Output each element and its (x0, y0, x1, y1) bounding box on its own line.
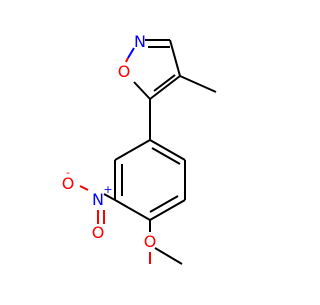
atom-o-ring: O (118, 62, 131, 81)
charge-minus: - (66, 166, 70, 179)
benzene-ring (114, 139, 186, 221)
atom-o-methoxy: O (144, 232, 157, 251)
bond-ar-3 (149, 199, 186, 221)
atom-o-nitro-double: O (92, 223, 105, 242)
bond-n-o-minus (79, 185, 89, 191)
bond-n-o (127, 47, 135, 59)
bond-o-me-2 (154, 247, 183, 265)
bond-ar-3-double (149, 195, 179, 213)
bond-n-o-red (125, 57, 129, 63)
isoxazole-ring (125, 39, 217, 100)
methoxy-group (149, 220, 183, 265)
bond-o-c5 (133, 81, 151, 100)
atom-n-nitro: N (92, 190, 104, 209)
bond-ar-n (103, 193, 116, 201)
charge-plus: + (103, 183, 112, 196)
bond-c4-methyl (179, 75, 217, 93)
bond-c4-c3 (169, 39, 181, 77)
nitro-group (79, 185, 116, 224)
bond-ar-6 (114, 139, 151, 161)
bond-ar-1 (149, 139, 186, 161)
atom-o-nitro-minus: O (62, 174, 75, 193)
bond-c5-c4 (149, 75, 181, 100)
bond-ar-4 (114, 199, 151, 221)
atom-n-ring: N (134, 32, 146, 51)
bond-ar-1-double (151, 147, 181, 165)
bond-c5-c4-double (153, 74, 176, 92)
molecule-canvas: N O N + O - O O (62, 32, 217, 265)
molecule-structure: N O N + O - O O (62, 32, 217, 265)
